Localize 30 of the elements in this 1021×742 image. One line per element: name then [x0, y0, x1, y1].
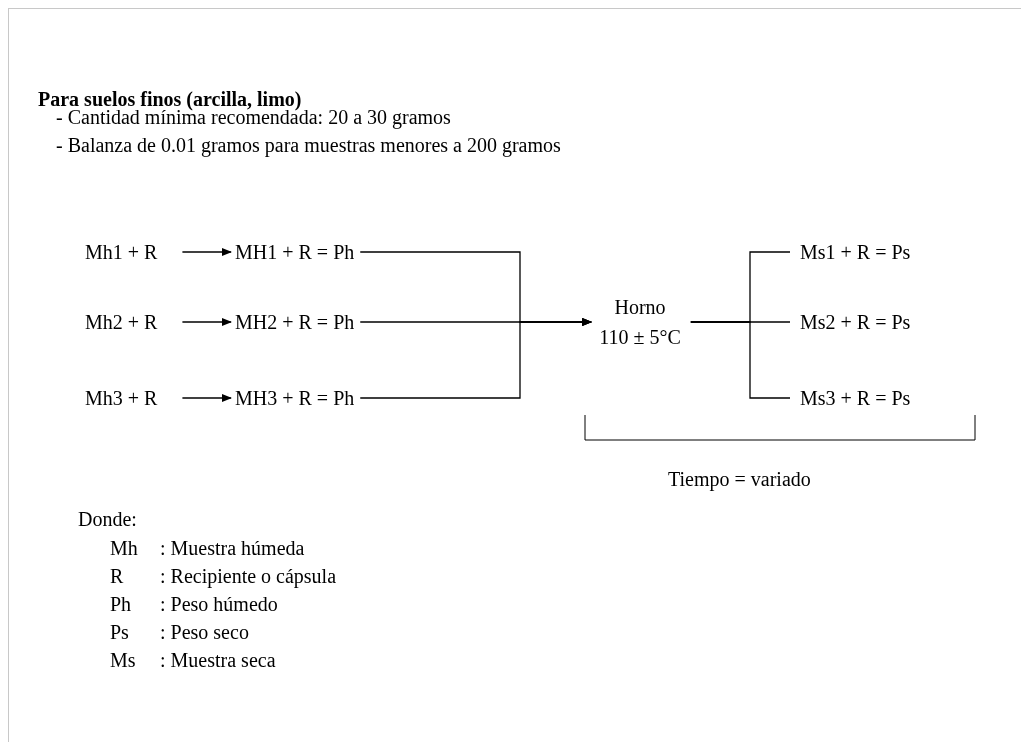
- arrow: [181, 394, 232, 402]
- symbol-text: R: [110, 564, 125, 589]
- formula-text: Mh2 + R: [85, 307, 158, 337]
- arrow: [181, 318, 232, 326]
- definition-text: : Muestra húmeda: [160, 536, 306, 561]
- heading: Para suelos finos (arcilla, limo): [38, 87, 302, 111]
- symbol-text: Ps: [110, 620, 130, 645]
- time-note: Tiempo = variado: [668, 467, 811, 493]
- formula-text: MH2 + R = Ph: [235, 307, 355, 337]
- symbol-text: Mh: [110, 536, 139, 561]
- definition-text: : Peso húmedo: [160, 592, 279, 617]
- arrow: [359, 318, 593, 399]
- formula-text: Ms2 + R = Ps: [800, 307, 911, 337]
- formula-text: Ms1 + R = Ps: [800, 237, 911, 267]
- legend-heading: Donde:: [78, 507, 137, 532]
- temperature-text: 110 ± 5°C: [599, 325, 681, 350]
- note-text: - Balanza de 0.01 gramos para muestras menores a 200 gramos: [56, 133, 561, 159]
- formula-text: MH1 + R = Ph: [235, 237, 355, 267]
- definition-text: : Peso seco: [160, 620, 250, 645]
- definition-text: : Muestra seca: [160, 648, 277, 673]
- formula-text: Mh1 + R: [85, 237, 158, 267]
- oven-label: Horno: [614, 295, 666, 320]
- arrow: [181, 248, 232, 256]
- formula-text: Ms3 + R = Ps: [800, 383, 911, 413]
- formula-text: Mh3 + R: [85, 383, 158, 413]
- symbol-text: Ph: [110, 592, 133, 617]
- formula-text: MH3 + R = Ph: [235, 383, 355, 413]
- definition-text: : Recipiente o cápsula: [160, 564, 337, 590]
- connector-line: [690, 321, 791, 399]
- symbol-text: Ms: [110, 648, 137, 673]
